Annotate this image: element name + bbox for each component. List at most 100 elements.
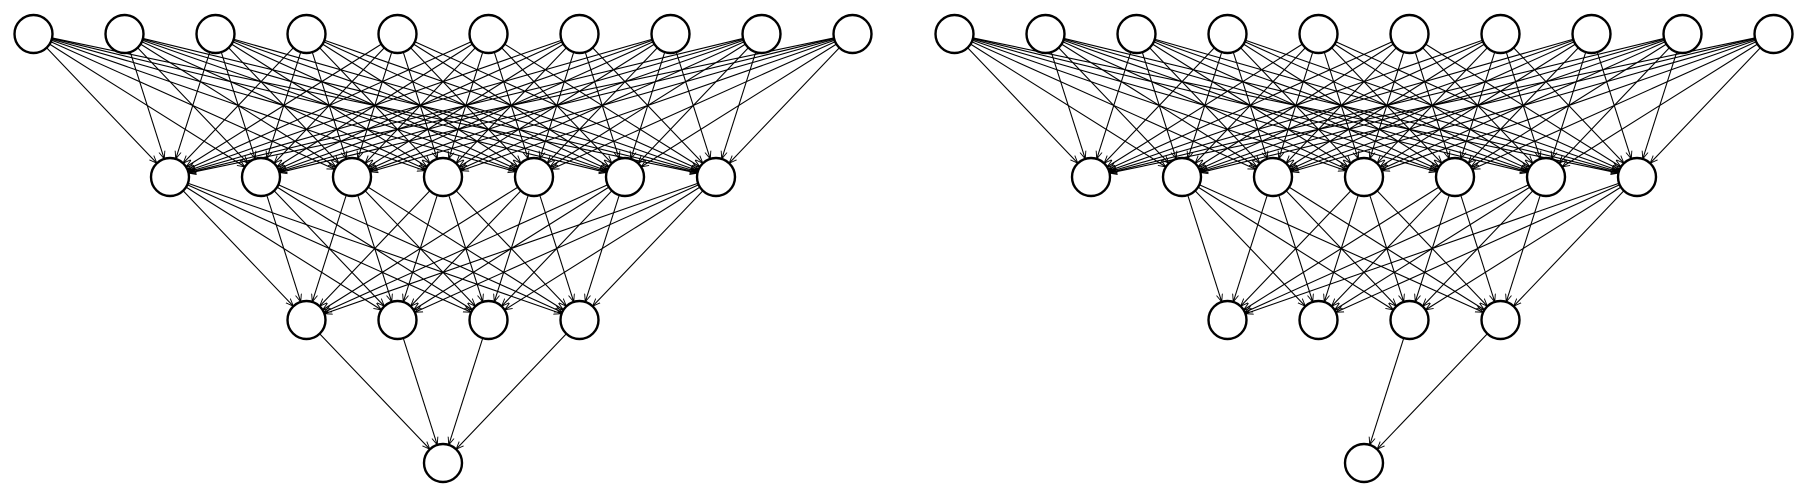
right-network-edge-l2-n3-to-n0 bbox=[1377, 333, 1488, 450]
left-network-edge-l0-n4-to-n0 bbox=[186, 43, 382, 167]
right-network-edge-l0-n9-to-n1 bbox=[1200, 37, 1756, 172]
left-network-edge-l1-n0-to-n0 bbox=[182, 190, 293, 307]
right-network-node-layer0-3 bbox=[1207, 13, 1248, 55]
left-network-node-layer1-6 bbox=[695, 156, 737, 198]
right-network-node-layer1-5 bbox=[1525, 156, 1567, 198]
right-network-edge-l1-n4-to-n0 bbox=[1244, 186, 1440, 310]
right-network-edge-l0-n2-to-n0 bbox=[1097, 51, 1132, 159]
left-network-edge-l1-n6-to-n3 bbox=[593, 190, 704, 307]
left-network-node-layer0-7 bbox=[650, 13, 691, 55]
right-network-edge-l1-n3-to-n0 bbox=[1241, 190, 1352, 307]
left-network-node-layer0-8 bbox=[741, 13, 782, 55]
left-network-node-layer0-1 bbox=[104, 13, 145, 55]
right-network-node-layer0-9 bbox=[1753, 13, 1794, 55]
left-network-edge-l0-n9-to-n1 bbox=[279, 37, 835, 172]
right-network-edges bbox=[967, 37, 1761, 450]
right-network-edge-l0-n9-to-n4 bbox=[1472, 41, 1757, 169]
left-network-node-layer3-0 bbox=[422, 442, 464, 484]
left-network-node-layer0-2 bbox=[195, 13, 236, 55]
right-network-node-layer0-5 bbox=[1389, 13, 1430, 55]
right-network-edge-l1-n1-to-n0 bbox=[1187, 194, 1222, 302]
left-network-edge-l0-n9-to-n4 bbox=[551, 41, 836, 169]
right-network-edge-l0-n3-to-n0 bbox=[1104, 47, 1215, 164]
left-network-edge-l1-n3-to-n0 bbox=[320, 190, 431, 307]
left-network-edge-l1-n6-to-n2 bbox=[505, 186, 701, 310]
left-network-node-layer2-2 bbox=[468, 299, 509, 341]
left-network-node-layer1-3 bbox=[422, 156, 464, 198]
right-network bbox=[934, 13, 1794, 484]
left-network-edge-l1-n6-to-n0 bbox=[324, 182, 699, 313]
right-network-edge-l0-n9-to-n5 bbox=[1562, 43, 1758, 167]
left-network-node-layer1-4 bbox=[513, 156, 555, 198]
right-network-nodes bbox=[934, 13, 1794, 484]
right-network-edge-l0-n0-to-n0 bbox=[967, 47, 1078, 164]
right-network-edge-l0-n5-to-n0 bbox=[1108, 41, 1393, 169]
right-network-edge-l0-n9-to-n3 bbox=[1382, 39, 1756, 170]
right-network-edge-l0-n9-to-n2 bbox=[1291, 38, 1756, 172]
right-network-node-layer0-0 bbox=[934, 13, 975, 55]
right-network-node-layer0-7 bbox=[1571, 13, 1612, 55]
left-network-edge-l1-n4-to-n0 bbox=[323, 186, 519, 310]
right-network-node-layer2-3 bbox=[1480, 299, 1521, 341]
right-network-edge-l1-n6-to-n0 bbox=[1245, 182, 1620, 313]
left-network-node-layer0-5 bbox=[468, 13, 509, 55]
right-network-node-layer1-6 bbox=[1616, 156, 1658, 198]
right-network-edge-l0-n7-to-n0 bbox=[1109, 38, 1574, 172]
right-network-node-layer2-2 bbox=[1389, 299, 1430, 341]
right-network-node-layer0-1 bbox=[1025, 13, 1066, 55]
left-network-edge-l1-n1-to-n0 bbox=[266, 194, 301, 302]
right-network-edge-l0-n4-to-n0 bbox=[1107, 43, 1303, 167]
left-network-edge-l0-n9-to-n6 bbox=[729, 47, 840, 164]
left-network-node-layer1-0 bbox=[149, 156, 191, 198]
left-network-node-layer0-0 bbox=[13, 13, 54, 55]
left-network-edge-l0-n9-to-n0 bbox=[189, 37, 835, 173]
left-network-node-layer0-9 bbox=[832, 13, 873, 55]
left-network-edge-l0-n3-to-n0 bbox=[183, 47, 294, 164]
left-network-edge-l2-n1-to-n0 bbox=[402, 337, 437, 445]
left-network-edge-l0-n6-to-n0 bbox=[188, 39, 562, 170]
left-network-node-layer0-3 bbox=[286, 13, 327, 55]
left-network-edge-l0-n0-to-n0 bbox=[46, 47, 157, 164]
left-network bbox=[13, 13, 873, 484]
left-network-edges bbox=[46, 37, 840, 450]
right-network-edge-l1-n6-to-n2 bbox=[1426, 186, 1622, 310]
right-network-edge-l1-n5-to-n0 bbox=[1245, 184, 1529, 312]
left-network-node-layer1-2 bbox=[331, 156, 373, 198]
left-network-edge-l2-n2-to-n0 bbox=[449, 337, 484, 445]
right-network-edge-l0-n9-to-n6 bbox=[1650, 47, 1761, 164]
left-network-edge-l1-n5-to-n0 bbox=[324, 184, 608, 312]
left-network-edge-l2-n3-to-n0 bbox=[456, 333, 567, 450]
right-network-node-layer1-0 bbox=[1070, 156, 1112, 198]
left-network-edge-l0-n8-to-n0 bbox=[188, 37, 744, 172]
right-network-node-layer2-0 bbox=[1207, 299, 1248, 341]
left-network-edge-l0-n2-to-n0 bbox=[176, 51, 211, 159]
right-network-edge-l0-n1-to-n0 bbox=[1050, 51, 1085, 159]
right-network-node-layer1-1 bbox=[1161, 156, 1203, 198]
right-network-edge-l1-n2-to-n0 bbox=[1233, 194, 1268, 302]
left-network-node-layer2-1 bbox=[377, 299, 418, 341]
left-network-edge-l0-n9-to-n2 bbox=[370, 38, 835, 172]
left-network-edge-l1-n6-to-n1 bbox=[415, 184, 699, 312]
right-network-edge-l1-n6-to-n3 bbox=[1514, 190, 1625, 307]
right-network-node-layer0-2 bbox=[1116, 13, 1157, 55]
right-network-node-layer0-8 bbox=[1662, 13, 1703, 55]
left-network-node-layer1-1 bbox=[240, 156, 282, 198]
left-network-edge-l0-n1-to-n0 bbox=[129, 51, 164, 159]
right-network-edge-l0-n9-to-n0 bbox=[1110, 37, 1756, 173]
left-network-node-layer0-6 bbox=[559, 13, 600, 55]
left-network-node-layer2-0 bbox=[286, 299, 327, 341]
right-network-edge-l1-n6-to-n1 bbox=[1336, 184, 1620, 312]
left-network-edge-l0-n9-to-n3 bbox=[461, 39, 835, 170]
right-network-node-layer1-3 bbox=[1343, 156, 1385, 198]
left-network-edge-l2-n0-to-n0 bbox=[319, 333, 430, 450]
left-network-node-layer1-5 bbox=[604, 156, 646, 198]
right-network-node-layer1-4 bbox=[1434, 156, 1476, 198]
right-network-edge-l2-n2-to-n0 bbox=[1370, 337, 1405, 445]
right-network-node-layer3-0 bbox=[1343, 442, 1385, 484]
left-network-node-layer0-4 bbox=[377, 13, 418, 55]
right-network-edge-l0-n6-to-n0 bbox=[1109, 39, 1483, 170]
left-network-nodes bbox=[13, 13, 873, 484]
left-network-node-layer2-3 bbox=[559, 299, 600, 341]
